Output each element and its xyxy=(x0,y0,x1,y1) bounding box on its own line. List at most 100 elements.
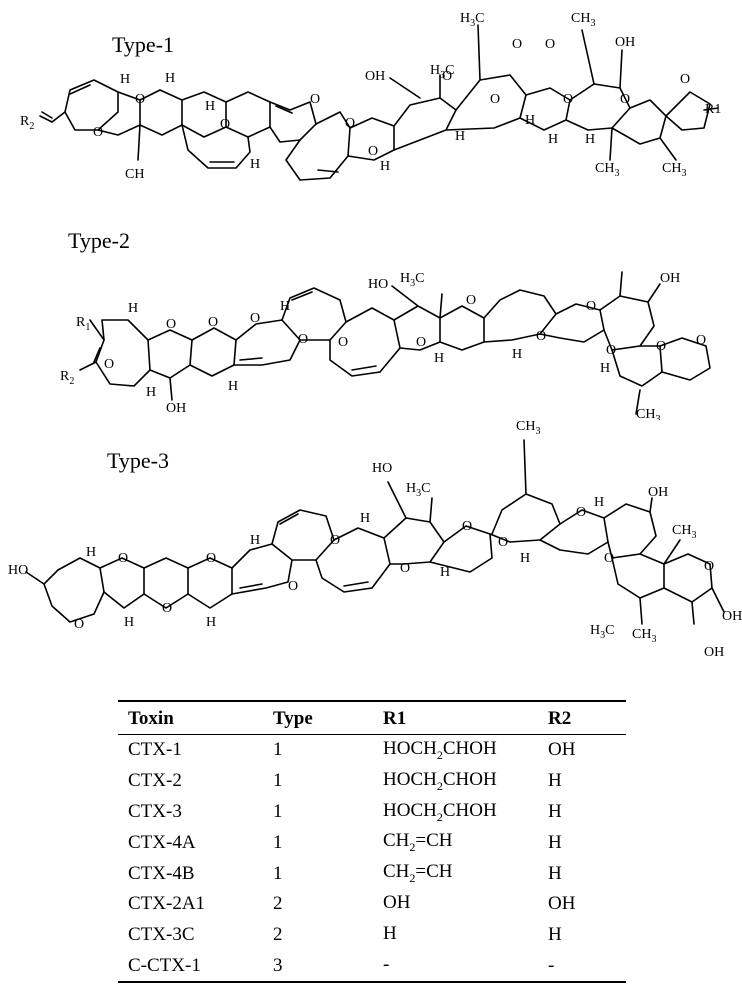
cell-toxin: CTX-3 xyxy=(128,800,182,822)
cell-r2: H xyxy=(548,770,562,792)
atom-o: O xyxy=(416,335,426,350)
atom-o: O xyxy=(118,551,128,566)
cell-r1: HOCH2CHOH xyxy=(373,766,538,797)
atom-h: H xyxy=(600,361,610,376)
structure-diagram: R2 CH OH H3C H3C CH3 OH CH3 CH3 R1 O O O… xyxy=(20,11,721,182)
atom-h: H xyxy=(512,347,522,362)
cell-type: 1 xyxy=(273,800,283,822)
structure-label-type-1: Type-1 xyxy=(112,32,174,57)
header-type: Type xyxy=(273,708,313,729)
atom-h: H xyxy=(585,132,595,147)
cell-toxin: CTX-4A xyxy=(128,831,196,853)
cell-toxin: C-CTX-1 xyxy=(128,954,201,976)
atom-oh-a: OH xyxy=(365,69,385,84)
cell-toxin: CTX-2 xyxy=(128,770,182,792)
atom-o: O xyxy=(135,92,145,107)
atom-o: O xyxy=(536,329,546,344)
cell-type: 1 xyxy=(273,739,283,761)
atom-oh: OH xyxy=(648,485,668,500)
cell-type: 2 xyxy=(273,924,283,946)
atom-r2: R2 xyxy=(60,369,74,387)
atom-o: O xyxy=(208,315,218,330)
cell-r1: HOCH2CHOH xyxy=(373,735,538,766)
atom-ch3-a: H3C xyxy=(430,63,454,81)
atom-o: O xyxy=(250,311,260,326)
structure-diagram: HO HO H3C CH3 OH CH3 H3C CH3 OH OH O O O… xyxy=(8,419,742,660)
atom-h: H xyxy=(228,379,238,394)
atom-ho: OH xyxy=(615,35,635,50)
structure-type-1: R2 CH OH H3C H3C CH3 OH CH3 CH3 R1 O O O… xyxy=(0,0,742,210)
atom-r1: R1 xyxy=(705,102,721,117)
cell-toxin: CTX-4B xyxy=(128,862,195,884)
table-header-row: Toxin Type R1 R2 xyxy=(118,701,626,735)
atom-o: O xyxy=(545,37,555,52)
cell-r1: - xyxy=(373,951,538,983)
atom-o: O xyxy=(606,343,616,358)
cell-r2: H xyxy=(548,862,562,884)
r1-main: CH xyxy=(383,830,410,852)
cell-type: 1 xyxy=(273,831,283,853)
atom-o: O xyxy=(462,519,472,534)
atom-ho: HO xyxy=(372,461,392,476)
atom-o: O xyxy=(162,601,172,616)
atom-o: O xyxy=(345,116,355,131)
r1-tail: =CH xyxy=(415,861,453,883)
r1-tail: =CH xyxy=(415,830,453,852)
r1-subscript: 2 xyxy=(409,870,416,885)
atom-h: H xyxy=(525,113,535,128)
atom-ch3-a: H3C xyxy=(406,481,430,499)
atom-h: H xyxy=(165,71,175,86)
atom-ch3-b: CH3 xyxy=(672,523,696,541)
atom-o: O xyxy=(93,125,103,140)
atom-h: H xyxy=(120,72,130,87)
atom-ch3-right: CH3 xyxy=(662,161,686,179)
atom-ch: CH xyxy=(125,167,144,182)
cell-r2: H xyxy=(548,924,562,946)
cell-toxin: CTX-1 xyxy=(128,739,182,761)
atom-h: H xyxy=(455,129,465,144)
atom-o: O xyxy=(604,551,614,566)
atom-o: O xyxy=(586,299,596,314)
atom-h: H xyxy=(124,615,134,630)
cell-type: 2 xyxy=(273,893,283,915)
atom-h: H xyxy=(205,99,215,114)
atom-o: O xyxy=(298,332,308,347)
structure-label-type-2: Type-2 xyxy=(68,228,130,253)
r1-tail: CHOH xyxy=(442,738,497,759)
atom-ho: HO xyxy=(368,277,388,292)
header-r2: R2 xyxy=(548,708,572,729)
r1-main: HOCH xyxy=(383,738,437,759)
atom-h: H xyxy=(250,157,260,172)
atom-h: H xyxy=(86,545,96,560)
r1-main: HOCH xyxy=(383,768,437,790)
atom-ch3-a: H3C xyxy=(400,271,424,289)
cell-r2: - xyxy=(548,954,555,976)
r1-main: - xyxy=(383,953,390,975)
atom-o: O xyxy=(310,92,320,107)
atom-o: O xyxy=(498,535,508,550)
atom-ch3-top: CH3 xyxy=(516,419,540,437)
cell-r1: CH2=CH xyxy=(373,827,538,858)
atom-h: H xyxy=(360,511,370,526)
header-r1: R1 xyxy=(383,708,407,729)
atom-ch3-low: CH3 xyxy=(636,407,660,420)
atom-o: O xyxy=(656,339,666,354)
atom-o: O xyxy=(466,293,476,308)
atom-o: O xyxy=(442,69,452,84)
atom-h: H xyxy=(440,565,450,580)
atom-ch3-b: H3C xyxy=(460,11,484,29)
cell-toxin: CTX-2A1 xyxy=(128,893,206,915)
r1-subscript: 2 xyxy=(409,840,416,855)
atom-o: O xyxy=(104,357,114,372)
cell-r2: H xyxy=(548,800,562,822)
structure-label-type-3: Type-3 xyxy=(107,448,169,473)
cell-r1: CH2=CH xyxy=(373,858,538,889)
atom-ch3-top: CH3 xyxy=(571,11,595,29)
